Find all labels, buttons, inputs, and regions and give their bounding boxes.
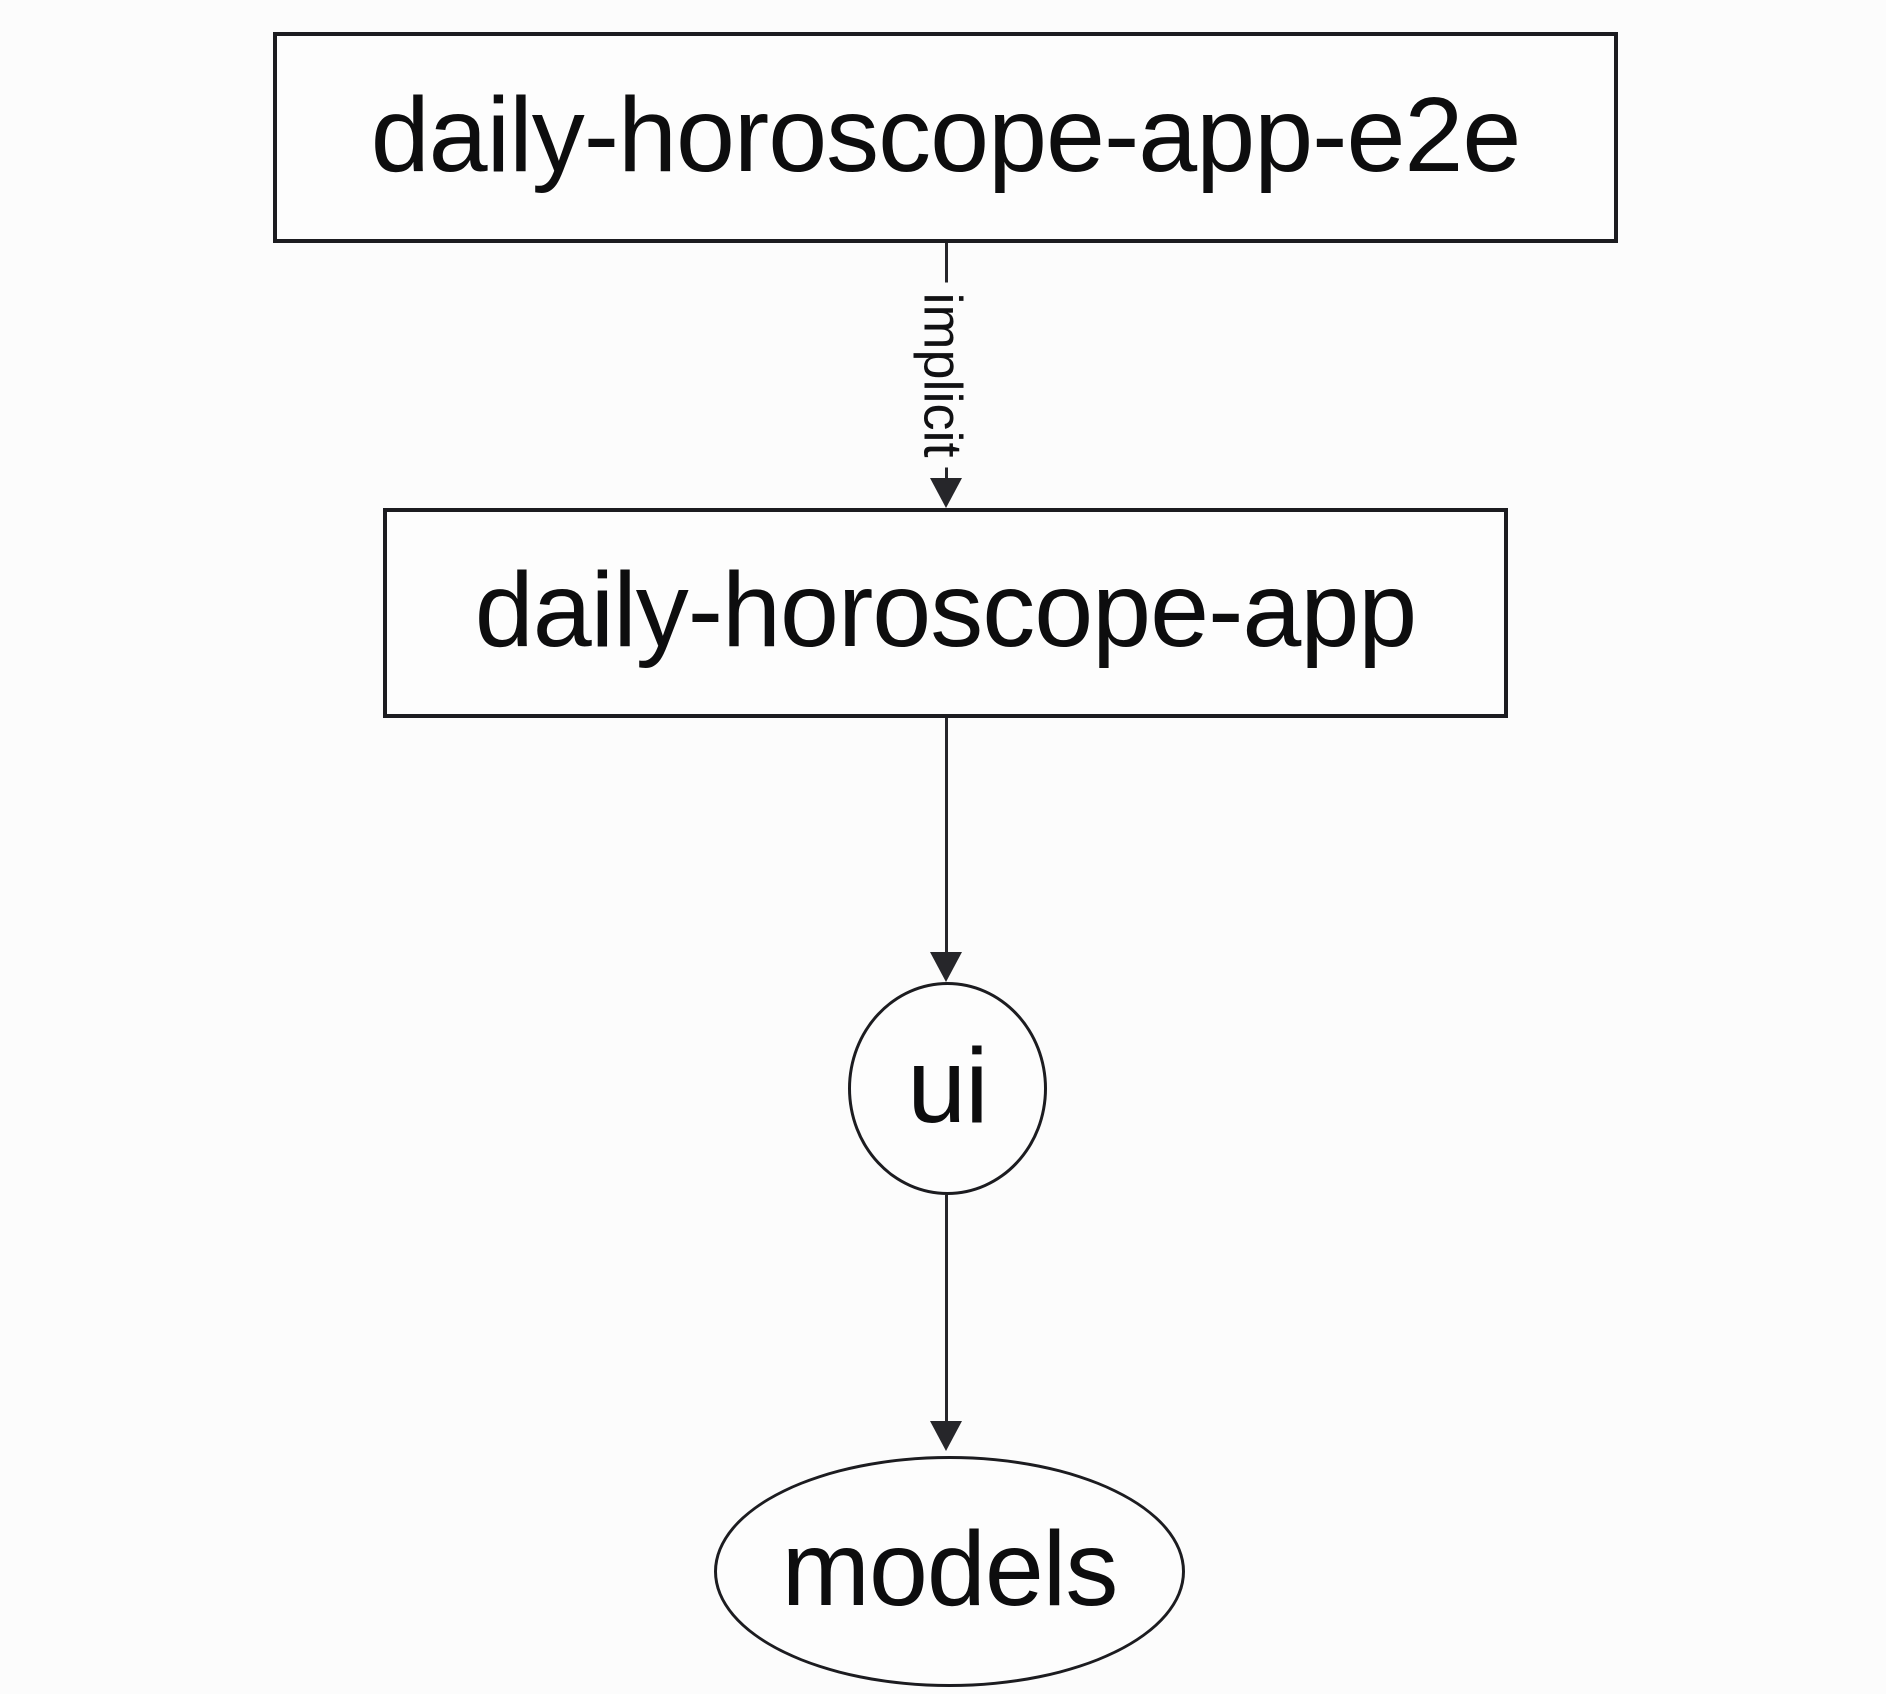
node-label-models: models bbox=[781, 1509, 1119, 1628]
node-ui: ui bbox=[848, 982, 1047, 1195]
node-label-ui: ui bbox=[907, 1026, 989, 1145]
edge-line-ui-to-models bbox=[945, 1195, 948, 1423]
node-label-daily-horoscope-app: daily-horoscope-app bbox=[474, 551, 1417, 669]
arrowhead-icon-e2e-to-app bbox=[930, 478, 962, 508]
edge-line-app-to-ui bbox=[945, 718, 948, 954]
arrowhead-icon-ui-to-models bbox=[930, 1421, 962, 1451]
arrowhead-icon-app-to-ui bbox=[930, 952, 962, 982]
node-label-daily-horoscope-app-e2e: daily-horoscope-app-e2e bbox=[370, 75, 1522, 194]
node-daily-horoscope-app: daily-horoscope-app bbox=[383, 508, 1508, 718]
edge-label-implicit: implicit bbox=[911, 282, 974, 468]
node-daily-horoscope-app-e2e: daily-horoscope-app-e2e bbox=[273, 32, 1618, 243]
node-models: models bbox=[714, 1456, 1185, 1687]
